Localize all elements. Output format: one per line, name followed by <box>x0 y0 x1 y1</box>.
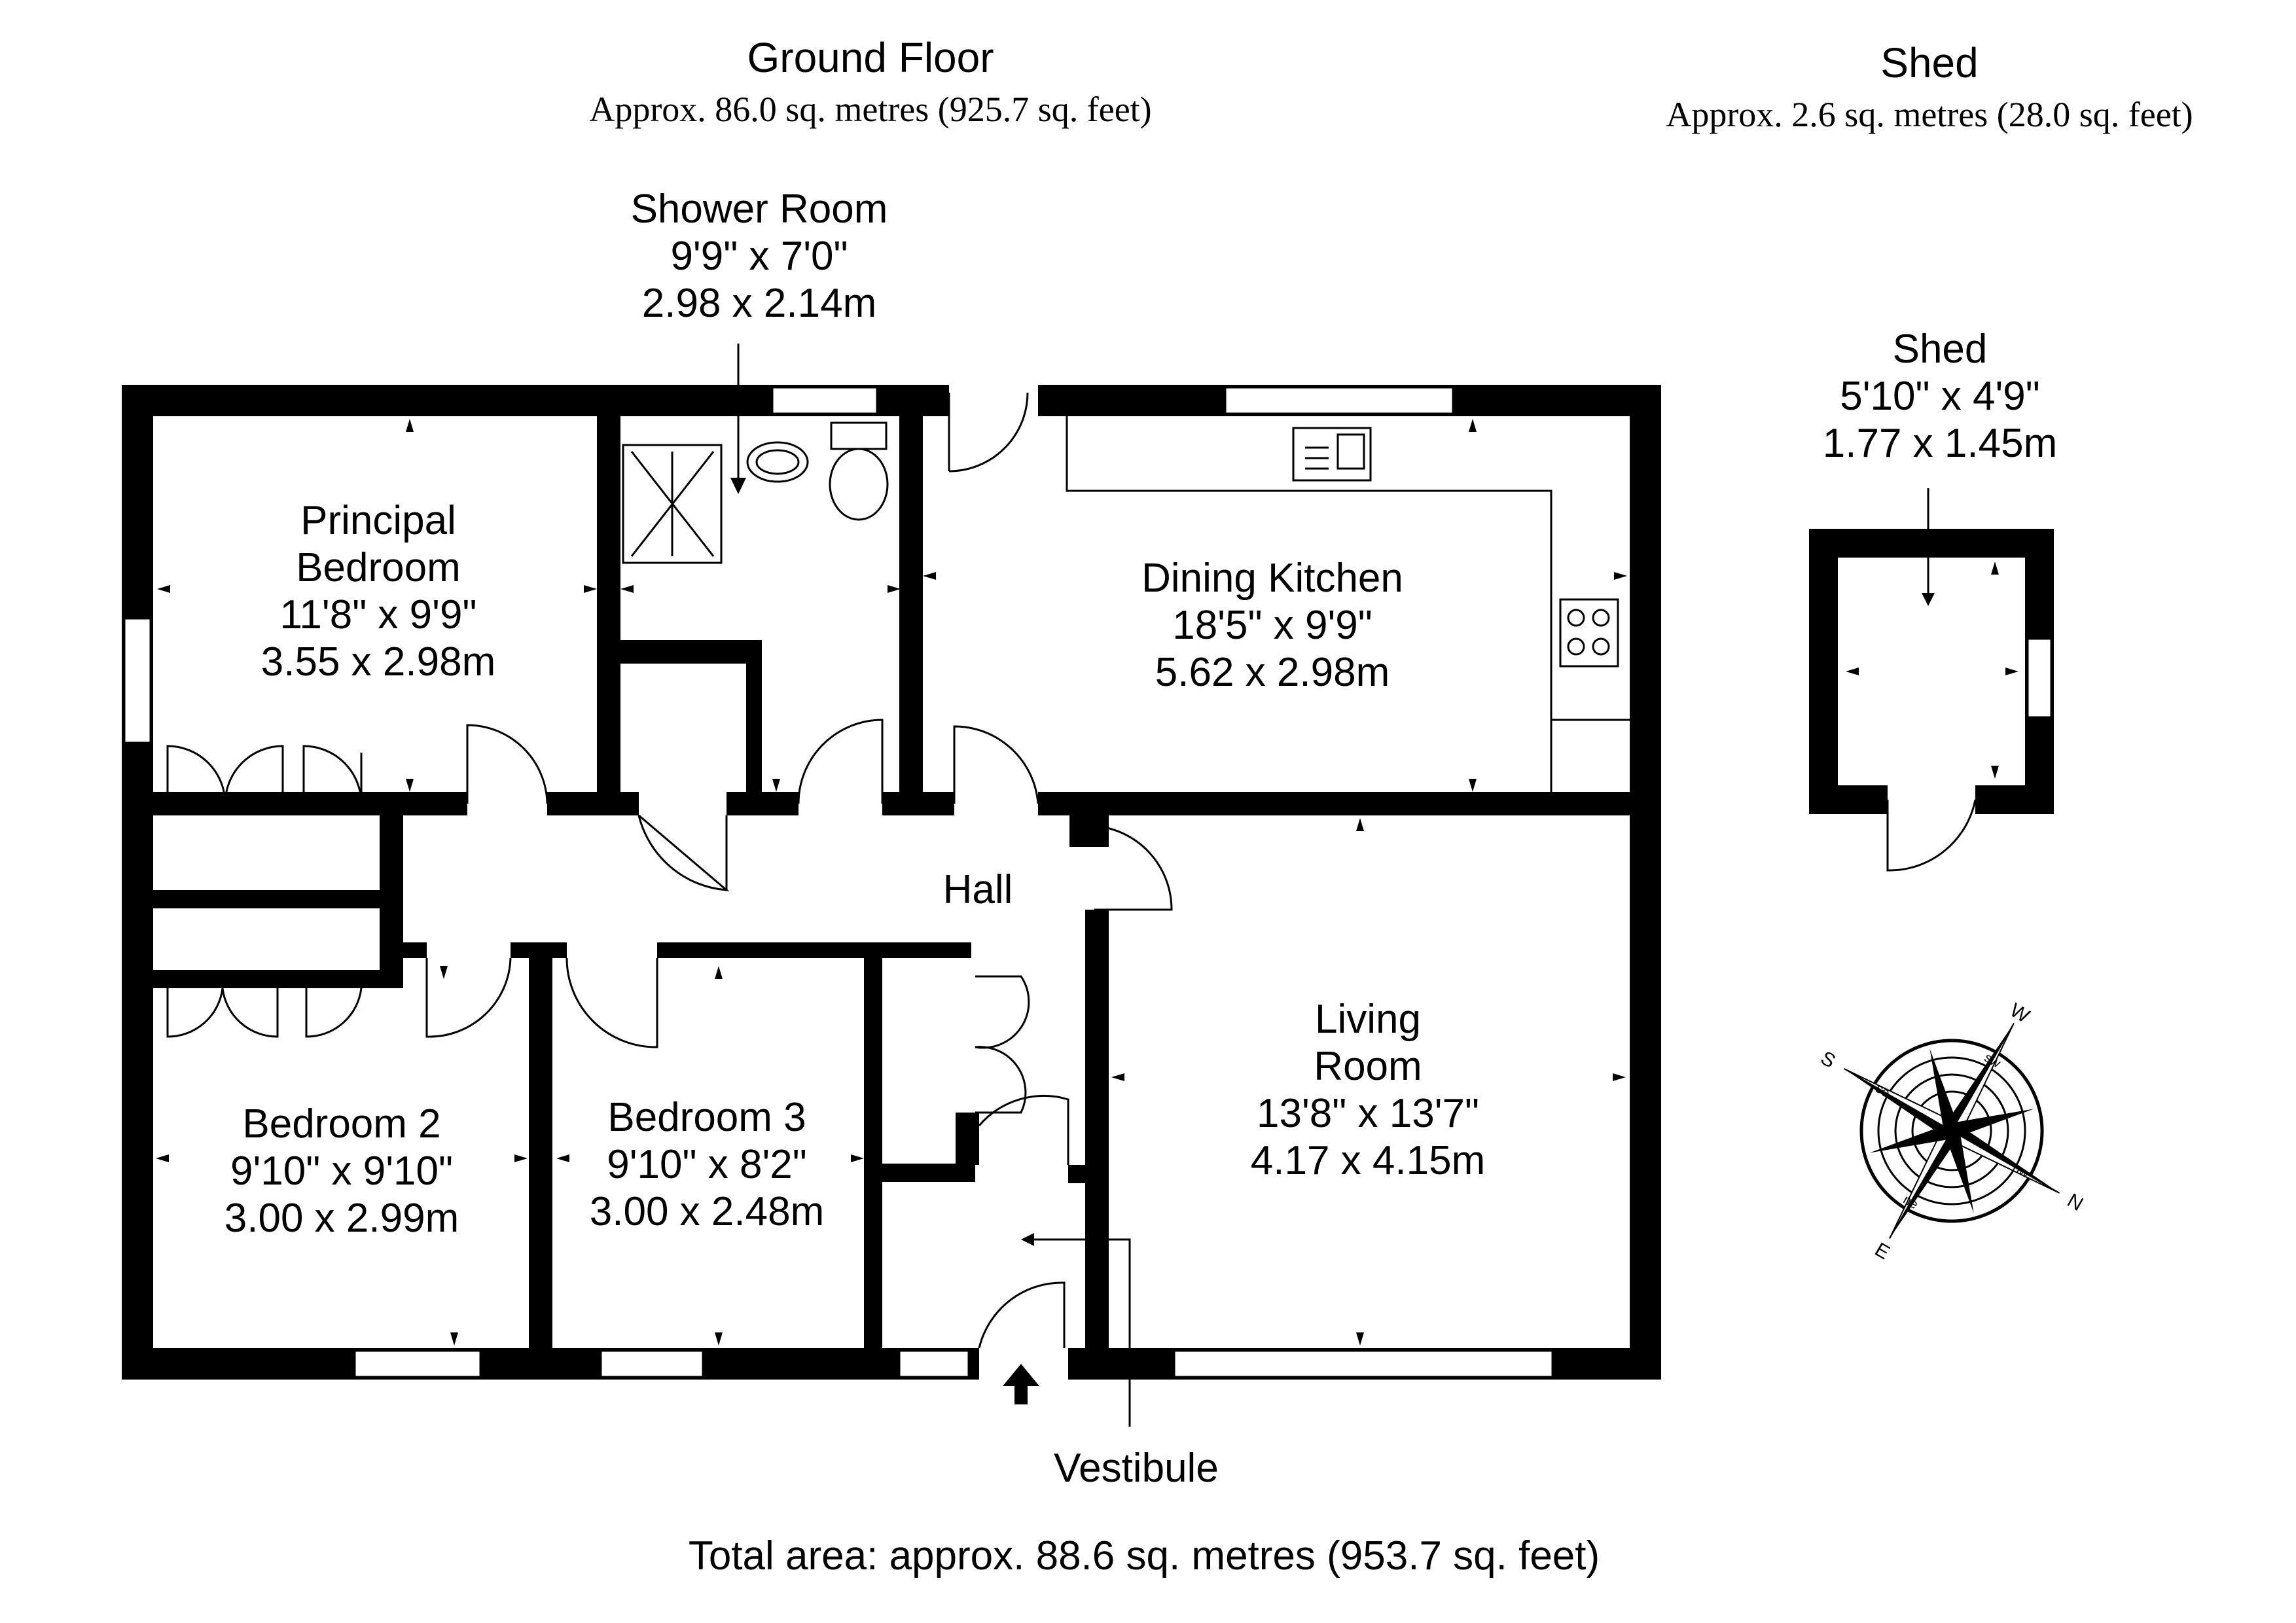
svg-text:1.77 x 1.45m: 1.77 x 1.45m <box>1823 421 2057 466</box>
shed-area: Approx. 2.6 sq. metres (28.0 sq. feet) <box>1666 95 2193 134</box>
interior-walls <box>153 385 1661 1361</box>
hall-label: Hall <box>943 867 1013 912</box>
svg-text:5.62 x 2.98m: 5.62 x 2.98m <box>1155 650 1390 695</box>
svg-text:Bedroom: Bedroom <box>296 545 461 590</box>
svg-text:13'8" x 13'7": 13'8" x 13'7" <box>1257 1091 1479 1136</box>
shower-room-label: Shower Room 9'9" x 7'0" 2.98 x 2.14m <box>631 187 888 326</box>
dimension-arrows <box>156 419 1627 1346</box>
shed-walls <box>1809 529 2054 872</box>
principal-bedroom-label: Principal Bedroom 11'8" x 9'9" 3.55 x 2.… <box>261 498 495 685</box>
ground-floor-area: Approx. 86.0 sq. metres (925.7 sq. feet) <box>589 90 1151 129</box>
svg-text:2.98 x 2.14m: 2.98 x 2.14m <box>642 281 876 326</box>
svg-text:Shed: Shed <box>1893 327 1988 372</box>
svg-text:3.55 x 2.98m: 3.55 x 2.98m <box>261 639 495 685</box>
svg-text:9'10" x 8'2": 9'10" x 8'2" <box>607 1142 807 1187</box>
svg-text:Shower Room: Shower Room <box>631 187 888 232</box>
bedroom-2-label: Bedroom 2 9'10" x 9'10" 3.00 x 2.99m <box>224 1101 459 1241</box>
fittings <box>622 416 1630 792</box>
svg-text:3.00 x 2.48m: 3.00 x 2.48m <box>590 1189 824 1234</box>
ground-floor-title: Ground Floor <box>747 34 994 81</box>
windows <box>123 386 1554 1378</box>
vestibule-label: Vestibule <box>1054 1446 1219 1491</box>
dining-kitchen-label: Dining Kitchen 18'5" x 9'9" 5.62 x 2.98m <box>1141 556 1403 695</box>
bedroom-3-label: Bedroom 3 9'10" x 8'2" 3.00 x 2.48m <box>590 1095 824 1234</box>
svg-text:Living: Living <box>1315 997 1421 1042</box>
doors <box>166 392 1173 1349</box>
svg-text:Bedroom 3: Bedroom 3 <box>607 1095 806 1140</box>
total-area: Total area: approx. 88.6 sq. metres (953… <box>689 1533 1600 1578</box>
svg-text:9'9" x 7'0": 9'9" x 7'0" <box>670 234 848 279</box>
svg-text:18'5" x 9'9": 18'5" x 9'9" <box>1172 603 1372 648</box>
compass-rose: W E N S sw ne nw se <box>1817 999 2087 1264</box>
svg-text:5'10" x 4'9": 5'10" x 4'9" <box>1840 374 2040 419</box>
shed-label: Shed 5'10" x 4'9" 1.77 x 1.45m <box>1823 327 2057 466</box>
svg-text:Bedroom 2: Bedroom 2 <box>242 1101 440 1147</box>
svg-text:11'8" x 9'9": 11'8" x 9'9" <box>280 592 477 637</box>
shed-arrows <box>1846 562 2018 779</box>
living-room-label: Living Room 13'8" x 13'7" 4.17 x 4.15m <box>1251 997 1485 1183</box>
svg-text:3.00 x 2.99m: 3.00 x 2.99m <box>224 1196 459 1241</box>
shed-title: Shed <box>1880 39 1978 86</box>
svg-text:4.17 x 4.15m: 4.17 x 4.15m <box>1251 1138 1485 1183</box>
svg-text:Dining Kitchen: Dining Kitchen <box>1141 556 1403 601</box>
svg-text:9'10" x 9'10": 9'10" x 9'10" <box>230 1149 453 1194</box>
svg-text:Room: Room <box>1314 1044 1422 1089</box>
svg-text:Principal: Principal <box>300 498 456 543</box>
